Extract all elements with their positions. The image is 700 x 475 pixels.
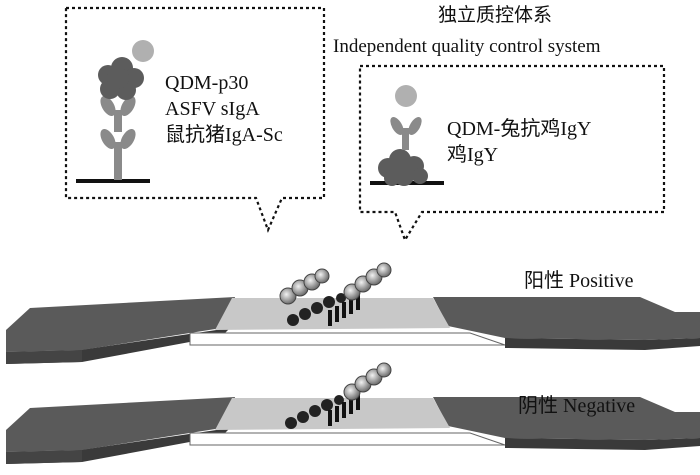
test-strip-negative [6, 362, 700, 464]
qdm-captured-cluster [343, 362, 392, 401]
control-line-labels: QDM-兔抗鸡IgY 鸡IgY [447, 116, 591, 168]
qdm-captured-cluster [343, 262, 392, 301]
capture-antibody-label: 鼠抗猪IgA-Sc [165, 124, 283, 146]
target-label: ASFV sIgA [165, 98, 260, 120]
test-strip-positive [6, 262, 700, 364]
test-line-callout [64, 6, 326, 233]
qdm-bead-icon [395, 85, 417, 107]
sandwich-complex-icon [76, 40, 154, 183]
result-label-negative: 阴性 Negative [518, 395, 636, 417]
test-control-lines [328, 294, 360, 326]
control-complex-icon [370, 85, 444, 186]
qdm-conjugate-cluster [279, 268, 346, 326]
capture-bead-row [285, 395, 344, 429]
control-system-title-en: Independent quality control system [333, 36, 601, 57]
control-system-title-zh: 独立质控体系 [438, 5, 553, 26]
probe-label: QDM-p30 [165, 72, 249, 94]
control-capture-label: 鸡IgY [447, 144, 499, 166]
result-label-positive: 阳性 Positive [524, 270, 634, 292]
control-line-callout-bubble [358, 64, 666, 243]
test-line-labels: QDM-p30 ASFV sIgA 鼠抗猪IgA-Sc [165, 70, 283, 148]
test-control-lines [328, 394, 360, 426]
qdm-bead-icon [132, 40, 154, 62]
control-line-callout [358, 64, 666, 243]
control-probe-label: QDM-兔抗鸡IgY [447, 118, 592, 140]
